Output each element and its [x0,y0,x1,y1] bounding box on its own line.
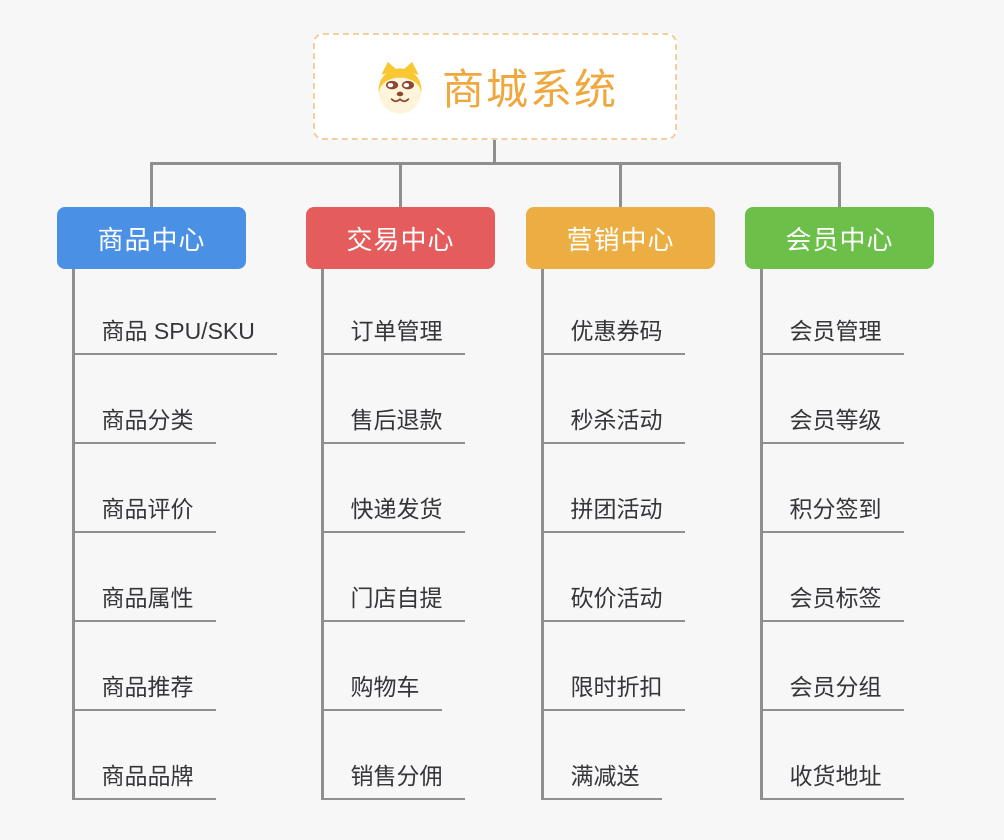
leaf-topic[interactable]: 限时折扣 [540,673,685,711]
leaf-topic[interactable]: 商品评价 [71,495,216,533]
connector-drop-branch-4 [838,163,841,208]
leaf-topic[interactable]: 售后退款 [320,406,465,444]
leaf-topic[interactable]: 会员等级 [759,406,904,444]
leaf-topic[interactable]: 销售分佣 [320,762,465,800]
leaf-topic[interactable]: 商品属性 [71,584,216,622]
leaf-topic[interactable]: 优惠券码 [540,317,685,355]
branch-box-3[interactable]: 营销中心 [526,207,715,269]
leaf-topic[interactable]: 会员分组 [759,673,904,711]
leaf-topic[interactable]: 商品推荐 [71,673,216,711]
leaf-topic[interactable]: 满减送 [540,762,662,800]
leaf-topic[interactable]: 秒杀活动 [540,406,685,444]
leaf-topic[interactable]: 收货地址 [759,762,904,800]
leaf-topic[interactable]: 拼团活动 [540,495,685,533]
leaf-topic[interactable]: 商品分类 [71,406,216,444]
leaf-topic[interactable]: 门店自提 [320,584,465,622]
connector-trunk-branch-2 [320,269,324,800]
leaf-topic[interactable]: 积分签到 [759,495,904,533]
connector-drop-branch-1 [150,163,153,208]
connector-drop-branch-3 [619,163,622,208]
branch-box-1[interactable]: 商品中心 [57,207,246,269]
branch-box-4[interactable]: 会员中心 [745,207,934,269]
connector-horizontal-bar [150,162,841,165]
leaf-topic[interactable]: 购物车 [320,673,442,711]
connector-trunk-branch-1 [71,269,75,800]
leaf-topic[interactable]: 商品 SPU/SKU [71,317,277,355]
connector-trunk-branch-3 [540,269,544,800]
root-title: 商城系统 [441,66,618,113]
leaf-topic[interactable]: 会员管理 [759,317,904,355]
connector-root-stub [493,140,496,164]
leaf-topic[interactable]: 快递发货 [320,495,465,533]
root-node[interactable]: 商城系统 [313,33,677,140]
leaf-topic[interactable]: 会员标签 [759,584,904,622]
connector-trunk-branch-4 [759,269,763,800]
shiba-dog-icon [372,59,428,115]
leaf-topic[interactable]: 订单管理 [320,317,465,355]
branch-box-2[interactable]: 交易中心 [306,207,495,269]
leaf-topic[interactable]: 商品品牌 [71,762,216,800]
connector-drop-branch-2 [399,163,402,208]
leaf-topic[interactable]: 砍价活动 [540,584,685,622]
